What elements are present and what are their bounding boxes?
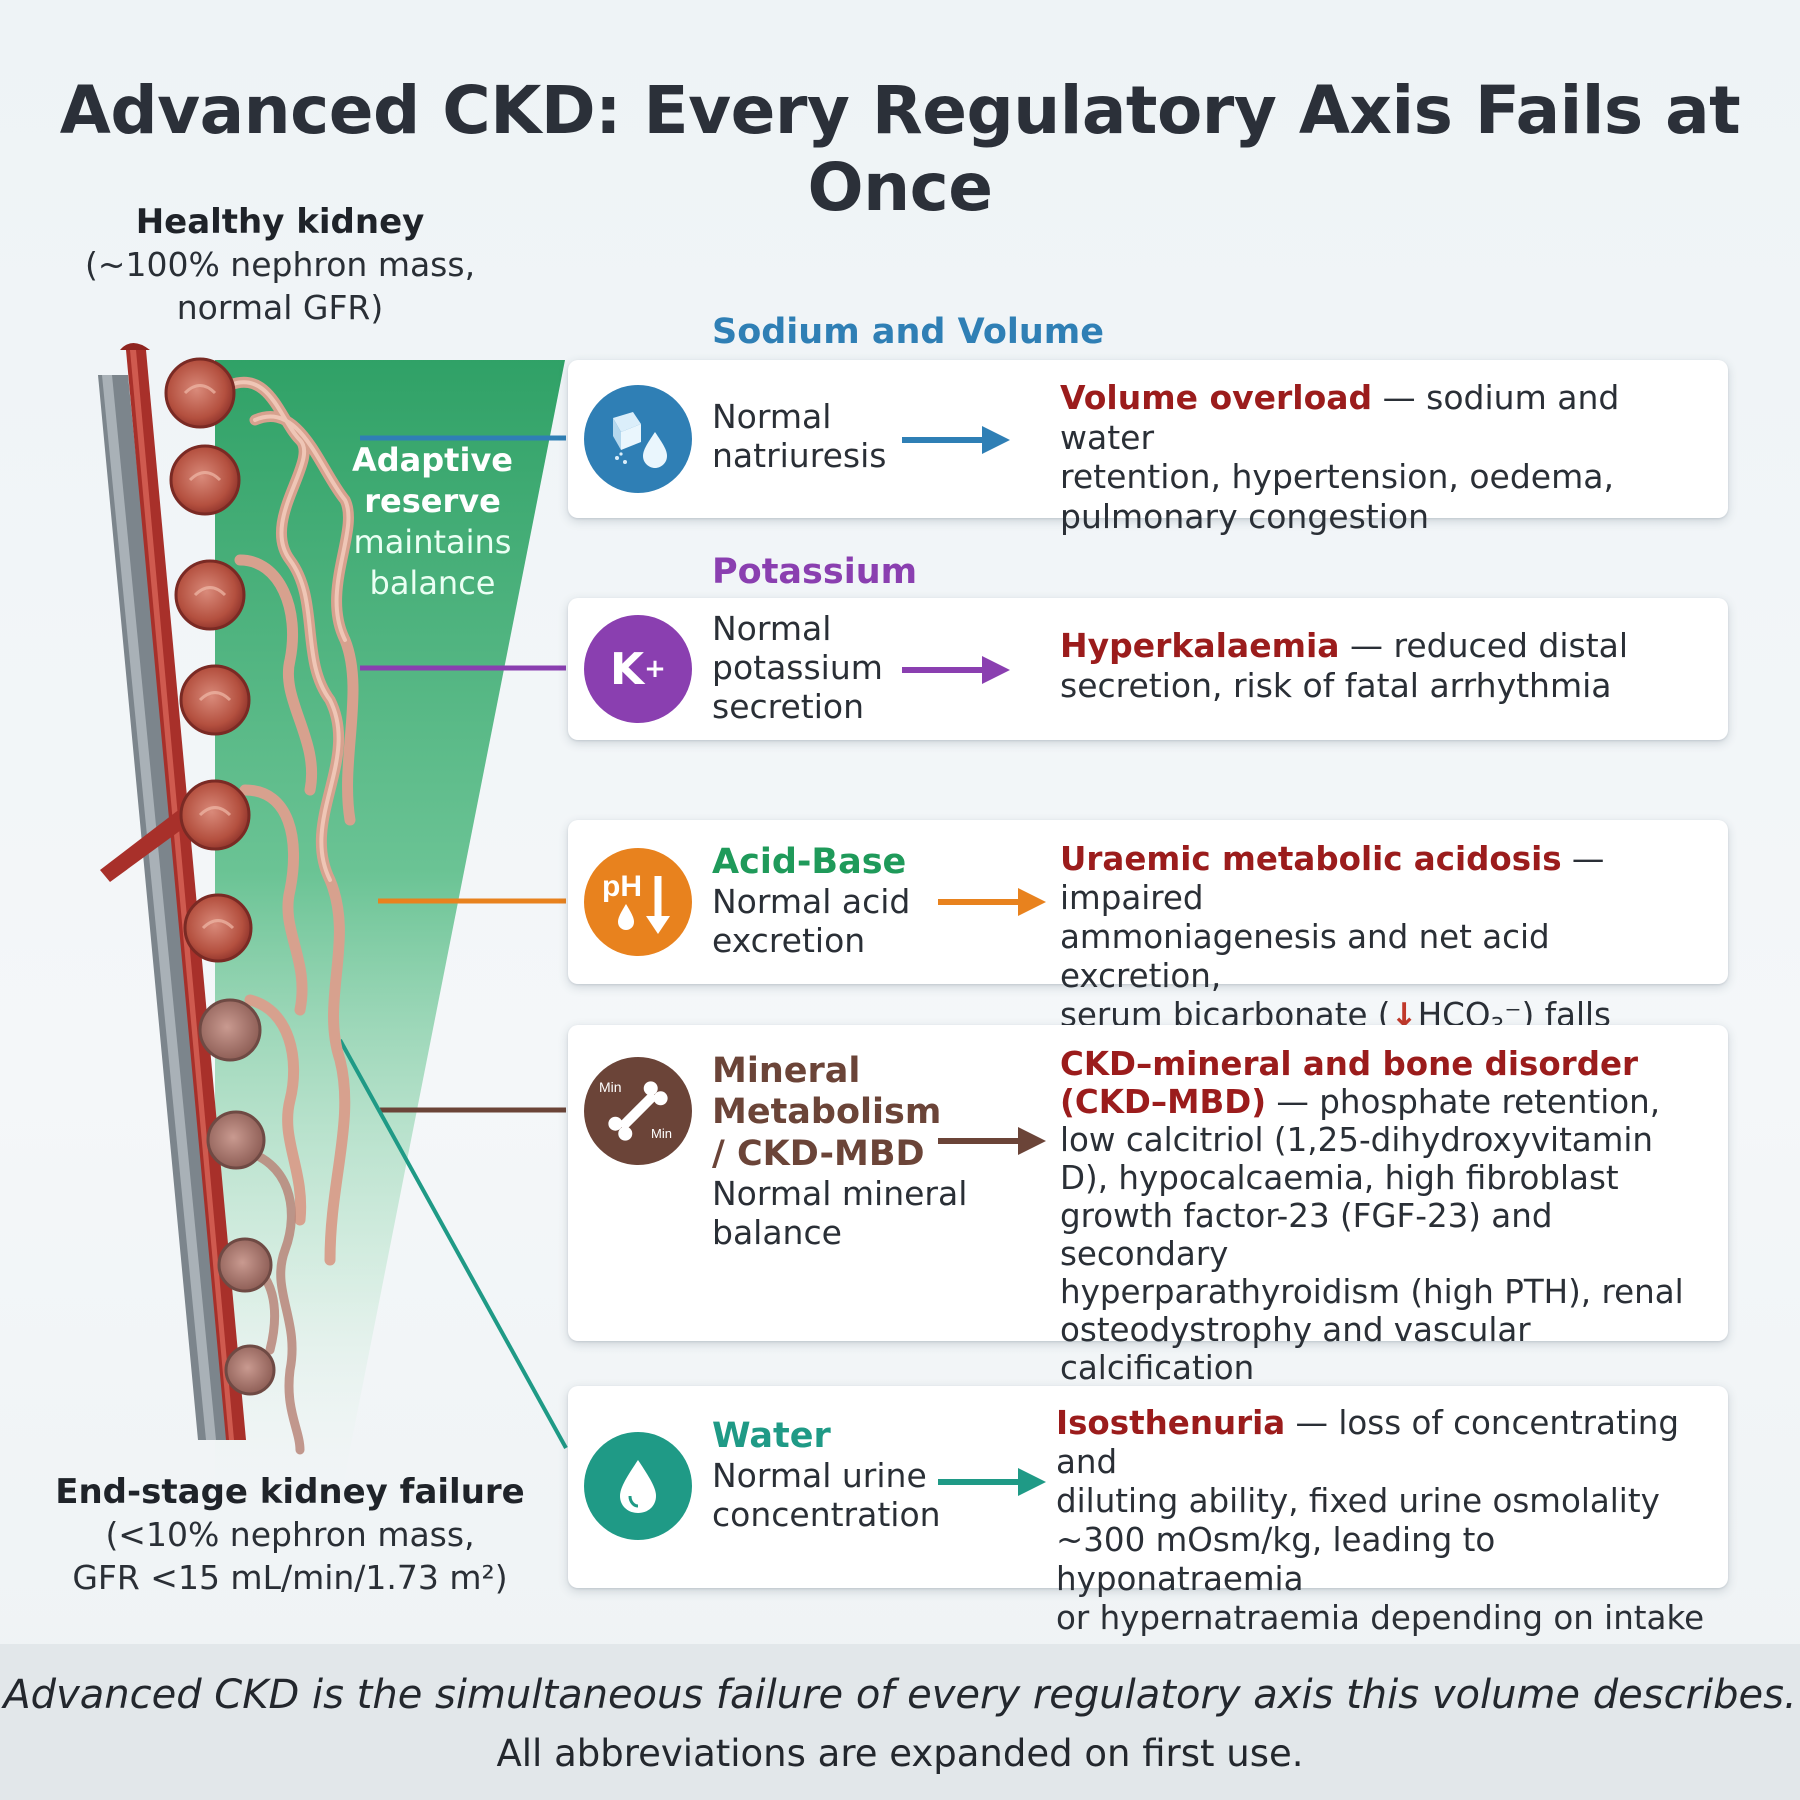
footer-banner: Advanced CKD is the simultaneous failure…: [0, 1644, 1800, 1800]
footer-note: All abbreviations are expanded on first …: [496, 1732, 1304, 1775]
potassium-card: K+ Normal potassium secretion Hyperkalae…: [568, 598, 1728, 740]
water-text: Water Normal urine concentration: [712, 1416, 941, 1535]
water-failure-text: Isosthenuria — loss of concentrating and…: [1056, 1404, 1720, 1638]
potassium-normal-line-1: Normal: [712, 609, 832, 648]
mineral-title-line-3: / CKD-MBD: [712, 1133, 925, 1174]
mineral-normal-line-2: balance: [712, 1212, 842, 1252]
mineral-title-line-2: Metabolism: [712, 1092, 942, 1133]
mineral-arrow: [938, 1127, 1046, 1155]
water-result-line-3: ~300 mOsm/kg, leading to hyponatraemia: [1056, 1521, 1496, 1598]
sodium-normal-line-1: Normal: [712, 397, 832, 436]
sodium-failure-text: Volume overload — sodium and water reten…: [1060, 378, 1710, 536]
mineral-title-line-1: Mineral: [712, 1051, 861, 1091]
bone-icon-label-1: Min: [599, 1079, 622, 1095]
acid-base-arrow: [938, 888, 1046, 916]
page-title: Advanced CKD: Every Regulatory Axis Fail…: [59, 72, 1741, 226]
mineral-failure-text: CKD–mineral and bone disorder (CKD–MBD) …: [1060, 1045, 1720, 1387]
mineral-result-line-2: low calcitriol (1,25-dihydroxyvitamin: [1060, 1121, 1654, 1160]
sodium-normal-line-2: natriuresis: [712, 435, 887, 475]
end-stage-detail-2: GFR <15 mL/min/1.73 m²): [72, 1558, 508, 1598]
healthy-kidney-label: Healthy kidney: [135, 202, 425, 242]
acid-base-text: Acid-Base Normal acid excretion: [712, 842, 910, 961]
water-result-line-4: or hypernatraemia depending on intake: [1056, 1599, 1705, 1637]
reserve-line-4: balance: [369, 563, 496, 602]
mineral-text: Mineral Metabolism / CKD-MBD Normal mine…: [712, 1051, 967, 1253]
potassium-result-line-1: — reduced distal: [1339, 626, 1629, 665]
sodium-arrow: [902, 426, 1010, 454]
healthy-kidney-caption: Healthy kidney (~100% nephron mass, norm…: [60, 200, 500, 330]
ph-icon-text: pH: [602, 870, 642, 903]
reserve-line-1: Adaptive: [352, 441, 513, 479]
end-stage-label: End-stage kidney failure: [55, 1472, 525, 1512]
metabolic-acidosis-label: Uraemic metabolic acidosis: [1060, 840, 1562, 878]
potassium-normal-text: Normal potassium secretion: [712, 609, 883, 727]
ckd-mbd-label: CKD–mineral and bone disorder: [1060, 1045, 1639, 1083]
mineral-result-line-5: hyperparathyroidism (high PTH), renal: [1060, 1273, 1684, 1312]
reserve-line-2: reserve: [364, 481, 501, 520]
footer-statement: Advanced CKD is the simultaneous failure…: [3, 1672, 1797, 1718]
sodium-result-line-3: pulmonary congestion: [1060, 496, 1429, 536]
water-result-line-1: — loss of concentrating and: [1056, 1404, 1679, 1481]
adaptive-reserve-label: Adaptive reserve maintains balance: [345, 440, 520, 604]
mineral-card: Min Min Mineral Metabolism / CKD-MBD Nor…: [568, 1025, 1728, 1387]
potassium-normal-line-3: secretion: [712, 686, 864, 726]
healthy-kidney-detail-2: normal GFR): [176, 288, 384, 328]
water-axis-title: Water: [712, 1416, 831, 1456]
sodium-axis-title: Sodium and Volume: [712, 312, 1104, 352]
ckd-mbd-abbrev: (CKD–MBD): [1060, 1083, 1267, 1122]
acid-base-failure-text: Uraemic metabolic acidosis — impaired am…: [1060, 840, 1720, 1041]
potassium-icon-letter: K: [610, 643, 645, 695]
glomeruli: [164, 357, 276, 1396]
water-normal-line-1: Normal urine: [712, 1456, 927, 1496]
sodium-result-line-2: retention, hypertension, oedema,: [1060, 457, 1614, 497]
acid-normal-line-2: excretion: [712, 921, 866, 961]
potassium-ion-icon: K+: [584, 615, 692, 723]
potassium-arrow: [902, 656, 1010, 684]
mineral-result-line-6: osteodystrophy and vascular calcificatio…: [1060, 1311, 1531, 1388]
acid-result-line-1: — impaired: [1060, 840, 1605, 917]
salt-water-drop-icon: [584, 385, 692, 493]
sodium-card: Normal natriuresis Volume overload — sod…: [568, 360, 1728, 536]
volume-overload-label: Volume overload: [1060, 378, 1373, 417]
hyperkalaemia-label: Hyperkalaemia: [1060, 626, 1340, 665]
end-stage-caption: End-stage kidney failure (<10% nephron m…: [40, 1470, 540, 1600]
mineral-result-line-1: — phosphate retention,: [1266, 1083, 1661, 1122]
water-connector: [338, 1039, 568, 1449]
water-arrow: [938, 1468, 1046, 1496]
potassium-normal-line-2: potassium: [712, 647, 883, 687]
healthy-kidney-detail-1: (~100% nephron mass,: [84, 245, 476, 285]
acid-normal-line-1: Normal acid: [712, 882, 911, 922]
potassium-result-line-2: secretion, risk of fatal arrhythmia: [1060, 665, 1612, 705]
sodium-normal-text: Normal natriuresis: [712, 397, 887, 476]
potassium-axis-title: Potassium: [712, 552, 918, 592]
water-drop-icon: [584, 1432, 692, 1540]
acid-base-axis-title: Acid-Base: [712, 842, 907, 882]
ph-down-arrow-icon: pH: [584, 848, 692, 956]
mineral-result-line-3: D), hypocalcaemia, high fibroblast: [1060, 1159, 1619, 1198]
mineral-result-line-4: growth factor-23 (FGF-23) and secondary: [1060, 1197, 1553, 1274]
sodium-result-line-1: — sodium and water: [1060, 378, 1620, 457]
end-stage-detail-1: (<10% nephron mass,: [105, 1515, 475, 1555]
potassium-icon-charge: +: [644, 654, 666, 684]
water-normal-line-2: concentration: [712, 1495, 941, 1535]
bone-icon-label-2: Min: [651, 1126, 672, 1141]
bone-icon: Min Min: [584, 1057, 692, 1165]
acid-base-card: pH Acid-Base Normal acid excretion Uraem…: [568, 820, 1728, 1040]
acid-result-line-2: ammoniagenesis and net acid excretion,: [1060, 918, 1550, 995]
reserve-line-3: maintains: [353, 522, 512, 561]
water-card: Water Normal urine concentration Isosthe…: [568, 1386, 1728, 1637]
isosthenuria-label: Isosthenuria: [1056, 1404, 1286, 1442]
potassium-failure-text: Hyperkalaemia — reduced distal secretion…: [1060, 626, 1710, 705]
water-result-line-2: diluting ability, fixed urine osmolality: [1056, 1482, 1660, 1520]
mineral-normal-line-1: Normal mineral: [712, 1173, 968, 1213]
